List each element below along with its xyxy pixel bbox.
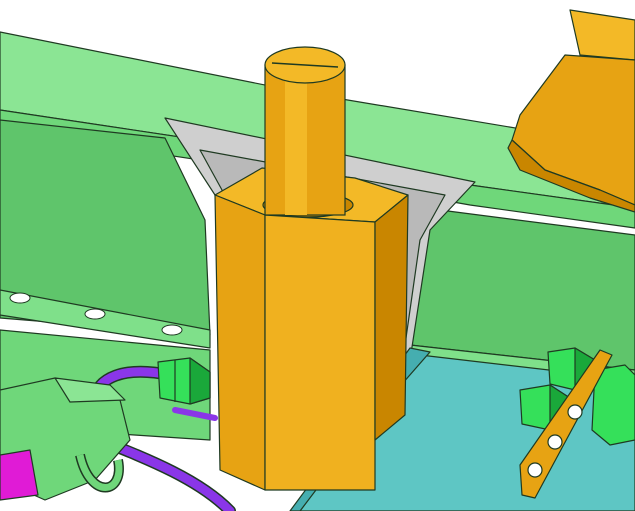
terminal-hole [567,404,583,420]
orange-tab [507,9,635,213]
cable-stub [172,407,218,421]
frame-left-panel [0,119,211,336]
orange-tab-rim [507,139,635,213]
standoff-face-mid [264,214,376,491]
pin-highlight [285,65,307,215]
frame-slots [9,292,183,336]
standoff-face-right [374,194,409,441]
right-nut-back [591,364,635,446]
connector-magenta-tip [0,449,39,501]
slot-hole [9,292,31,304]
left-nut [157,357,211,405]
terminal-hole [527,462,543,478]
terminal-hole [547,434,563,450]
pin-slot [271,62,339,68]
terminal-strip [519,349,613,499]
orange-tab-upright [569,9,635,61]
green-connector [0,377,131,501]
connector-top [54,377,126,403]
orange-terminal [519,349,613,499]
left-nut-side [189,357,211,405]
standoff-face-left [214,194,266,491]
connector-hook-fill [76,454,123,491]
frame-right-panel [409,209,635,371]
orange-pin [264,46,346,216]
slot-hole [84,308,106,320]
slot-hole [161,324,183,336]
frame-left-panel-lip [0,289,211,349]
